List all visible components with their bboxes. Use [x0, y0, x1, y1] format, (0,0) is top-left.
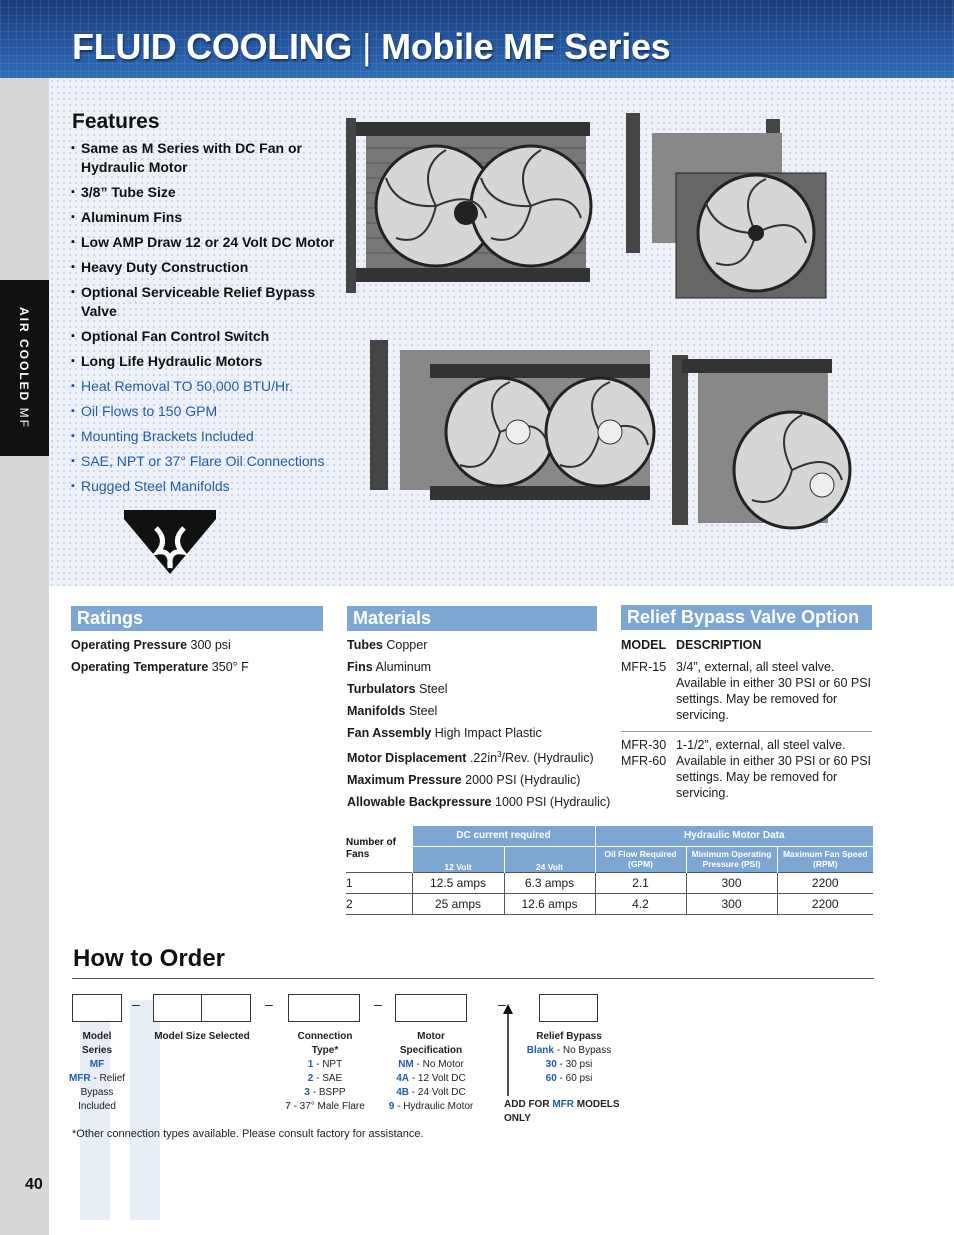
materials-list: Tubes Copper Fins Aluminum Turbulators S… — [347, 634, 610, 813]
rating-item: Operating Temperature 350° F — [71, 660, 249, 674]
model-size-box-1[interactable] — [153, 994, 202, 1022]
order-divider — [72, 978, 874, 979]
page-number: 40 — [25, 1176, 43, 1193]
order-dash: – — [265, 996, 273, 1012]
page-title: FLUID COOLING|Mobile MF Series — [72, 26, 671, 67]
material-item: Tubes Copper — [347, 638, 428, 652]
hi-lo-turbulator-logo — [124, 510, 216, 574]
table-group-header: Number of Fans DC current required Hydra… — [346, 826, 873, 872]
product-cooler-dual-hydraulic-fan — [370, 340, 656, 500]
model-size-box-2[interactable] — [201, 994, 251, 1022]
material-item: Turbulators Steel — [347, 682, 448, 696]
feature-item: Heavy Duty Construction — [71, 258, 341, 277]
relief-bypass-heading: Relief Bypass Valve Option — [621, 605, 872, 630]
materials-heading: Materials — [347, 606, 597, 631]
product-cooler-single-dc-fan — [626, 113, 827, 299]
feature-item: 3/8” Tube Size — [71, 183, 341, 202]
feature-item: SAE, NPT or 37° Flare Oil Connections — [71, 452, 341, 471]
model-series-label: Model Series MF MFR - Relief Bypass Incl… — [68, 1031, 126, 1112]
material-item: Motor Displacement .22in3/Rev. (Hydrauli… — [347, 750, 594, 766]
feature-item: Oil Flows to 150 GPM — [71, 402, 341, 421]
feature-item: Mounting Brackets Included — [71, 427, 341, 446]
column-header: 24 Volt — [503, 845, 595, 872]
connection-type-label: Connection Type* 1 - NPT 2 - SAE 3 - BSP… — [285, 1031, 365, 1112]
side-tab-label: AIR COOLED MF — [17, 306, 31, 430]
column-header: Minimum Operating Pressure (PSI) — [685, 845, 777, 872]
feature-item: Long Life Hydraulic Motors — [71, 352, 341, 371]
connection-type-box[interactable] — [288, 994, 360, 1022]
table-row: 1 12.5 amps 6.3 amps 2.1 300 2200 — [346, 871, 873, 894]
model-size-label: Model Size Selected — [154, 1031, 250, 1042]
feature-item: Optional Fan Control Switch — [71, 327, 341, 346]
mfr-only-note: ADD FOR MFR MODELS ONLY — [504, 1099, 620, 1124]
arrow-up-icon — [503, 1004, 513, 1096]
feature-item: Same as M Series with DC Fan or Hydrauli… — [71, 139, 341, 177]
table-row: 2 25 amps 12.6 amps 4.2 300 2200 — [346, 893, 873, 915]
header-grid-pattern — [0, 0, 954, 78]
relief-table-header: MODEL DESCRIPTION — [621, 638, 762, 652]
order-dash: – — [132, 996, 140, 1012]
product-cooler-single-hydraulic-fan — [672, 355, 852, 530]
order-dash: – — [498, 996, 506, 1012]
feature-item: Optional Serviceable Relief Bypass Valve — [71, 283, 341, 321]
ratings-list: Operating Pressure 300 psi Operating Tem… — [71, 634, 249, 678]
table-sub-header: 12 Volt 24 Volt Oil Flow Required (GPM) … — [346, 845, 873, 872]
fans-header: Number of Fans — [346, 826, 412, 872]
material-item: Allowable Backpressure 1000 PSI (Hydraul… — [347, 795, 611, 810]
material-item: Fins Aluminum — [347, 660, 432, 674]
column-header: Maximum Fan Speed (RPM) — [776, 845, 873, 872]
feature-item: Low AMP Draw 12 or 24 Volt DC Motor — [71, 233, 341, 252]
feature-item: Aluminum Fins — [71, 208, 341, 227]
feature-item: Rugged Steel Manifolds — [71, 477, 341, 496]
relief-bypass-label: Relief Bypass Blank - No Bypass 30 - 30 … — [526, 1031, 612, 1084]
material-item: Fan Assembly High Impact Plastic — [347, 726, 542, 740]
relief-table-row: MFR-15 3/4”, external, all steel valve. … — [621, 660, 872, 722]
section-side-tab: AIR COOLED MF — [0, 280, 49, 456]
dc-group-header: DC current required — [411, 826, 595, 846]
product-cooler-dual-dc-fan — [346, 118, 593, 293]
features-list: Same as M Series with DC Fan or Hydrauli… — [71, 139, 341, 502]
material-item: Manifolds Steel — [347, 704, 438, 718]
side-strip — [0, 78, 49, 1235]
column-header: Oil Flow Required (GPM) — [594, 845, 686, 872]
ratings-heading: Ratings — [71, 606, 323, 631]
features-heading: Features — [72, 110, 160, 133]
motor-spec-label: Motor Specification NM - No Motor 4A - 1… — [388, 1031, 474, 1112]
fan-data-table: Number of Fans DC current required Hydra… — [346, 826, 873, 915]
how-to-order-heading: How to Order — [73, 945, 226, 972]
relief-bypass-table: MODEL DESCRIPTION MFR-15 3/4”, external,… — [621, 637, 872, 801]
feature-item: Heat Removal TO 50,000 BTU/Hr. — [71, 377, 341, 396]
rating-item: Operating Pressure 300 psi — [71, 638, 231, 652]
relief-bypass-box[interactable] — [539, 994, 598, 1022]
order-dash: – — [374, 996, 382, 1012]
motor-spec-box[interactable] — [395, 994, 467, 1022]
hydraulic-group-header: Hydraulic Motor Data — [594, 826, 873, 846]
mf-watermark — [80, 1000, 160, 1220]
model-series-box[interactable] — [72, 994, 122, 1022]
footnote: *Other connection types available. Pleas… — [72, 1128, 424, 1140]
column-header: 12 Volt — [411, 845, 504, 872]
page-header: FLUID COOLING|Mobile MF Series — [0, 0, 954, 78]
material-item: Maximum Pressure 2000 PSI (Hydraulic) — [347, 773, 581, 788]
